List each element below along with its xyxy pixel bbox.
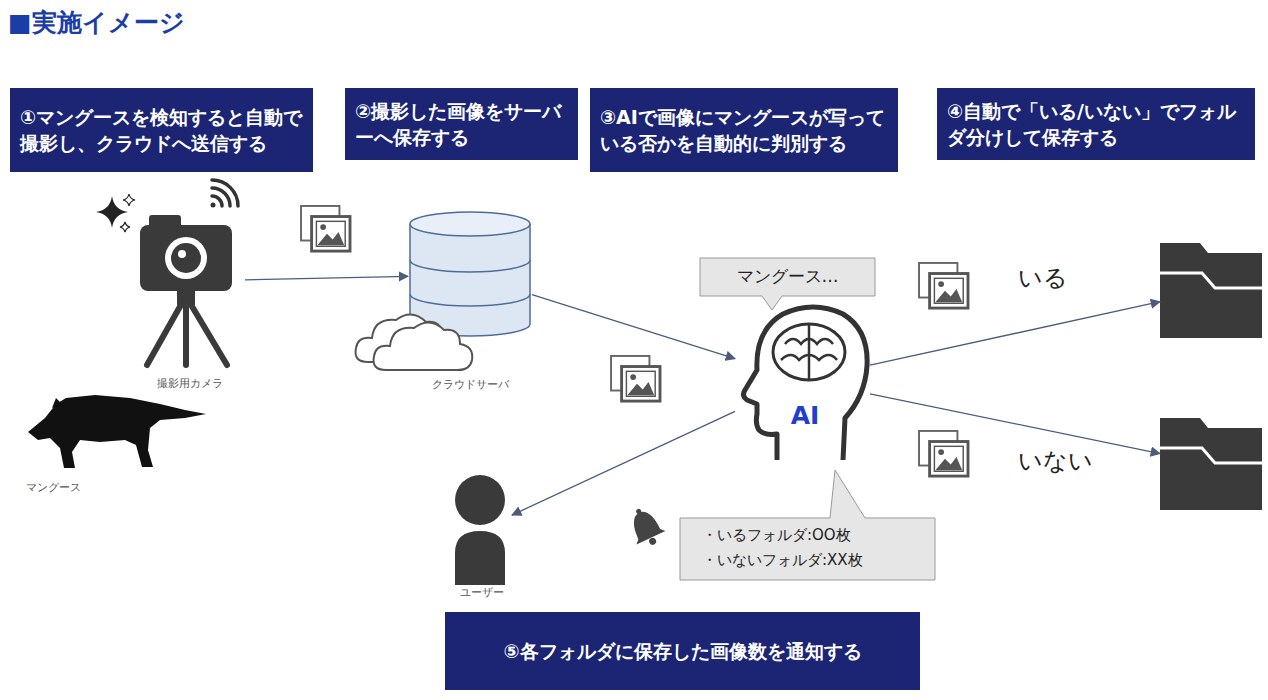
bell-symbol: [625, 506, 666, 545]
mongoose-silhouette: [28, 395, 206, 468]
cloud-outline: [374, 322, 473, 370]
sparkle-symbol: [123, 194, 135, 206]
image-icon: [301, 206, 968, 476]
step-band: ④自動で「いる/いない」でフォルダ分けして保存する: [937, 88, 1255, 160]
step-band: ②撮影した画像をサーバーへ保存する: [345, 88, 578, 160]
folder-icon: [1160, 243, 1262, 338]
database-cylinder: [410, 224, 530, 336]
node-text: いる: [1018, 263, 1128, 294]
sparkle-symbol: [96, 196, 128, 228]
user-icon: [452, 473, 512, 585]
step-text: ③AIで画像にマングースが写っている否かを自動的に判別する: [600, 104, 888, 156]
brain-fold: [808, 324, 811, 380]
wifi-symbol: [211, 203, 216, 208]
wifi-symbol: [212, 180, 238, 206]
tripod-leg: [147, 303, 182, 365]
step-text: ⑤各フォルダに保存した画像数を通知する: [503, 638, 861, 664]
ai-head-icon: AI: [735, 300, 870, 460]
ai-head-icon: [735, 300, 870, 460]
database-ring: [410, 260, 530, 272]
mongoose-silhouette: [52, 398, 62, 408]
node-text: AI: [775, 400, 835, 433]
folder-body: [1160, 418, 1262, 510]
brain-outline: [773, 324, 845, 380]
speech-bubble: マングース…: [700, 258, 875, 296]
flow-arrow: [870, 394, 1160, 454]
node-text: クラウドサーバ: [388, 378, 552, 392]
step-band: ⑤各フォルダに保存した画像数を通知する: [445, 612, 920, 690]
folder-flap: [1160, 273, 1262, 288]
database-top: [410, 212, 530, 236]
wifi-symbol: [212, 196, 222, 206]
bell-symbol: [635, 508, 642, 515]
sparkle-symbol: [96, 194, 135, 232]
folder-icon: [1160, 418, 1262, 510]
flow-arrow: [532, 295, 735, 359]
node-text: ユーザー: [432, 586, 532, 600]
node-text: 撮影用カメラ: [115, 377, 265, 391]
camera-icon: 撮影用カメラ: [135, 195, 245, 367]
wifi-symbol: [211, 180, 239, 208]
user-icon: ユーザー: [452, 473, 512, 585]
image-icon: [919, 431, 968, 476]
wifi-symbol: [212, 188, 230, 206]
node-text: いない: [1018, 446, 1138, 477]
tripod-leg: [183, 303, 189, 365]
bell-symbol: [623, 502, 668, 551]
tripod-leg: [190, 303, 227, 365]
node-text: ・いるフォルダ:OO枚: [702, 526, 932, 546]
flow-arrow: [870, 302, 1160, 366]
flow-arrow: [245, 276, 408, 279]
head-outline: [743, 307, 867, 460]
illustration-caption: マングース: [26, 480, 81, 495]
bell-symbol: [648, 537, 657, 546]
image-icon: [919, 263, 968, 308]
notice-callout: ・いるフォルダ:OO枚・いないフォルダ:XX枚: [680, 518, 935, 580]
camera-lens: [165, 237, 207, 279]
step-text: ②撮影した画像をサーバーへ保存する: [355, 98, 568, 150]
user-body: [455, 531, 505, 585]
step-text: ①マングースを検知すると自動で撮影し、クラウドへ送信する: [20, 104, 303, 156]
sparkle-symbol: [120, 222, 130, 232]
folder-body: [1160, 243, 1262, 338]
cloud-server-icon: [408, 212, 532, 338]
flow-arrow: [512, 411, 735, 515]
camera-lens: [171, 243, 201, 273]
step-band: ①マングースを検知すると自動で撮影し、クラウドへ送信する: [10, 88, 313, 172]
node-text: マングース…: [700, 265, 875, 287]
camera-body: [140, 225, 232, 291]
camera-lens: [178, 250, 186, 258]
user-head: [455, 475, 505, 525]
folder-icon: いない: [1160, 418, 1262, 510]
callout-outline: [680, 470, 935, 580]
step-band: ③AIで画像にマングースが写っている否かを自動的に判別する: [590, 88, 898, 172]
image-icon: [301, 206, 350, 251]
bubble-outline: [700, 258, 875, 310]
image-icon: [611, 356, 660, 401]
camera-icon: [135, 195, 245, 367]
camera-top: [149, 215, 181, 229]
database-ring: [410, 294, 530, 306]
node-text: ・いないフォルダ:XX枚: [702, 551, 932, 571]
folder-flap: [1160, 448, 1262, 463]
cloud-server-icon: クラウドサーバ: [408, 212, 532, 338]
mongoose-silhouette: [28, 395, 206, 468]
page-title: ■実施イメージ: [8, 6, 185, 39]
folder-icon: いる: [1160, 243, 1262, 338]
step-text: ④自動で「いる/いない」でフォルダ分けして保存する: [947, 98, 1245, 150]
